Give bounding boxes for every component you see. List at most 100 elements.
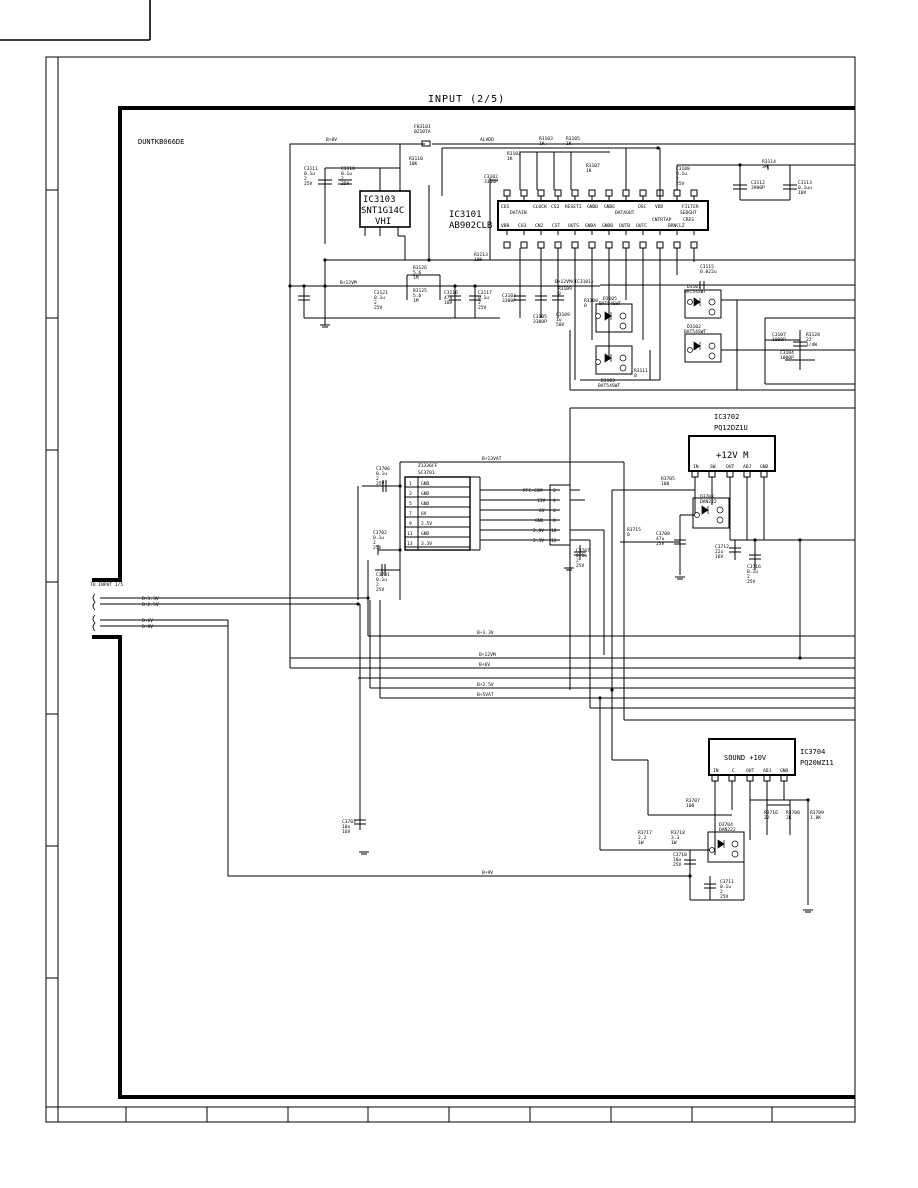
component-value-c3110: 2: [341, 176, 344, 182]
component-value-c3701: 0.1u: [376, 577, 387, 583]
component-ref-r3125: R3125: [413, 288, 427, 294]
rail-b9v: B+9V: [482, 870, 493, 876]
component-value-c3716: 0.1u: [747, 569, 758, 575]
ic3101-pin-sedght: SEDGHT: [680, 210, 697, 216]
component-ref-c3706: C3706: [376, 466, 390, 472]
connector-pin-3: 3: [409, 491, 412, 497]
d3102-ref: D3102: [687, 324, 701, 330]
component-value-c3121: 25V: [374, 305, 383, 311]
component-value-c3104: 1000P: [780, 355, 794, 361]
connector-part: Z1336CF: [418, 463, 438, 469]
component-value-c3107: 1000P: [772, 337, 786, 343]
component-value-c3710: 25V: [673, 862, 682, 868]
ic3702-ref: IC3702: [714, 413, 739, 421]
ic3101-pin-dataout: DATAOUT: [615, 210, 635, 216]
component-value-c3108: 0.1u: [676, 171, 687, 177]
component-value-c3706: 0.1u: [376, 471, 387, 477]
ic3704-part: PQ20WZ11: [800, 759, 834, 767]
d3703-ref: D3703: [700, 494, 714, 500]
component-ref-r3128: R3128: [806, 332, 820, 338]
unit-label: DUNTKB066DE: [138, 138, 184, 146]
component-value-r3126: 1M: [413, 275, 419, 281]
ic3103-sub: VHI: [375, 217, 391, 227]
component-value-r3707: 100: [686, 803, 695, 809]
ic3702-part: PQ12DZ1U: [714, 424, 748, 432]
ic3101-pin-outs: OUTS: [568, 223, 579, 229]
component-value-r3114: 3M: [762, 164, 768, 170]
ic3101-pin-cst: CST: [552, 223, 561, 229]
ic3101-pin-reset2: RESET2: [565, 204, 582, 210]
connector-ref: SC3701: [418, 470, 435, 476]
component-value-r3125: 1M: [413, 298, 419, 304]
ic3101-pin-cres: CRES: [683, 217, 694, 223]
component-value-c3111: 2: [304, 176, 307, 182]
ic3101-pin-gnda: GNDA: [585, 223, 596, 229]
component-value-c3711: 2: [720, 889, 723, 895]
component-ref-c3702: C3702: [373, 530, 387, 536]
component-value-c3113: 10V: [798, 190, 807, 196]
ic3101-pin-osc: OSC: [638, 204, 647, 210]
component-value-c3110: 25V: [341, 181, 350, 187]
component-value-c3703: 16V: [342, 829, 351, 835]
d3703-part: DAN222: [700, 499, 717, 505]
rail-b25v-bus: B+2.5V: [477, 682, 494, 688]
component-ref-c3104: C3104: [780, 350, 794, 356]
d3102-part: BAT54SWT: [684, 329, 706, 335]
component-value-c3117: 2: [478, 300, 481, 306]
ic3101-pin-filter: FILTER: [682, 204, 699, 210]
component-ref-c3711: C3711: [720, 879, 734, 885]
ic3101-ref: IC3101: [449, 210, 482, 220]
component-value-c3116: 47u: [444, 295, 453, 301]
page-title: INPUT (2/5): [428, 94, 505, 105]
component-value-c3712: 22u: [715, 549, 724, 555]
component-ref-c3111: C3111: [304, 166, 318, 172]
connector-name-1: GND: [421, 481, 430, 487]
component-value-r3708: 2K: [786, 815, 792, 821]
component-value-c3702: 2: [373, 540, 376, 546]
ic3101-pin-outc: OUTC: [636, 223, 647, 229]
component-value-c3109: 50V: [556, 322, 565, 328]
component-value-c3712: 16V: [715, 554, 724, 560]
component-ref-r3103: R3103: [539, 136, 553, 142]
connector-right-name-6: 6V: [539, 508, 545, 514]
component-value-c3116: 10V: [444, 300, 453, 306]
component-value-c3706: 25V: [376, 481, 385, 487]
ic3101-pin-clock: CLOCK: [533, 204, 547, 210]
component-value-r3718: 3.3: [671, 835, 680, 841]
component-ref-r3114: R3114: [762, 159, 776, 165]
rail-b12vm-bus: B+12VM: [479, 652, 496, 658]
rail-alvdd: ALVDD: [480, 137, 494, 143]
ic3101-pin-cn2: CN2: [535, 223, 544, 229]
to-input-line-3: B+9V: [142, 624, 153, 630]
connector-right-pin-12: 12: [551, 538, 557, 544]
component-value-r3715: 0: [627, 532, 630, 538]
connector-pin-11: 11: [407, 531, 413, 537]
rail-b12vat: B+13VAT: [482, 456, 502, 462]
connector-name-9: 2.5V: [421, 521, 432, 527]
component-value-r3705: 100: [661, 481, 670, 487]
component-value-r3109: 0: [558, 291, 561, 297]
connector-right-pin-8: 8: [553, 518, 556, 524]
component-value-c3121: 2: [374, 300, 377, 306]
ic3702-pin-out: OUT: [726, 464, 735, 470]
rail-b6v-bus: B+6V: [479, 662, 490, 668]
component-value-r3126: 5.6: [413, 270, 422, 276]
connector-pin-5: 5: [409, 501, 412, 507]
component-value-r3105: 1K: [566, 141, 572, 147]
component-value-r3717: 2.2: [638, 835, 647, 841]
ic3103-part: SNT1G14C: [361, 206, 404, 216]
component-value-c3103: 3300P: [502, 298, 516, 304]
component-value-c3702: 0.1u: [373, 535, 384, 541]
component-ref-r3107: R3107: [586, 163, 600, 169]
component-value-c3113: 0.1uu: [798, 185, 812, 191]
component-value-c3711: 25V: [720, 894, 729, 900]
component-ref-r3705: R3705: [661, 476, 675, 482]
component-value-r3128: 22: [806, 337, 812, 343]
connector-right-pin-6: 6: [553, 508, 556, 514]
component-value-r3128: 1/4W: [806, 342, 817, 348]
ic3101-pin-datain: DATAIN: [510, 210, 527, 216]
component-value-fb3101: 0Z10TA: [414, 129, 431, 135]
connector-right-name-10: 2.0V: [533, 528, 544, 534]
ic3103-ref: IC3103: [363, 195, 396, 205]
